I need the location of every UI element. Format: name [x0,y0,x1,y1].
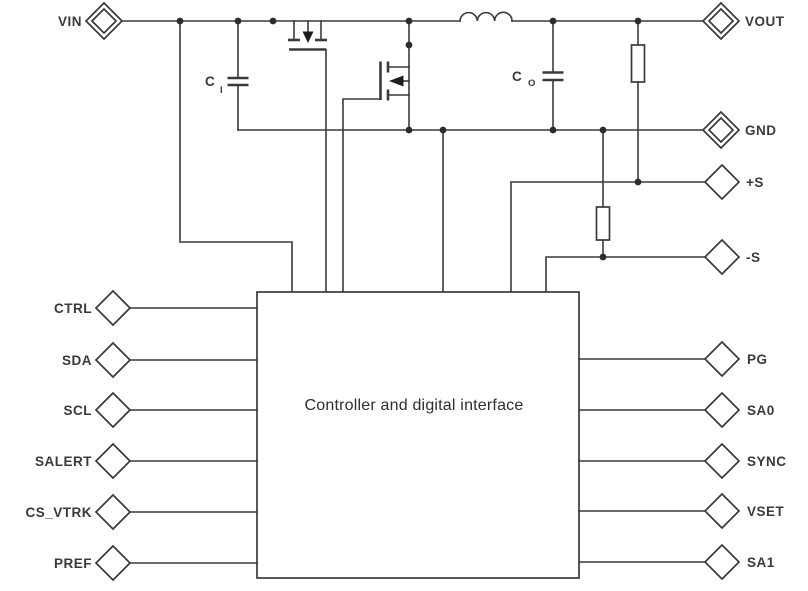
pin-salert: SALERT [35,442,258,480]
pg-diamond [703,340,741,378]
high-side-mosfet [288,20,327,293]
terminal-sense-minus: -S [703,238,761,276]
sense-minus-label: -S [746,250,761,265]
sense-plus-diamond [703,163,741,201]
junction-dots [176,17,642,261]
junction-dot [549,126,557,134]
sa1-label: SA1 [747,555,775,570]
junction-dot [549,17,557,25]
junction-dot [405,126,413,134]
sda-diamond [94,341,132,379]
salert-label: SALERT [35,454,92,469]
pin-vset: VSET [578,492,785,530]
vset-diamond [703,492,741,530]
sa1-diamond [703,543,741,581]
ctrl-label: CTRL [54,301,92,316]
sense-minus-wire [545,256,706,293]
controller-box [256,291,580,579]
terminal-gnd: GND [701,110,777,150]
pin-sa1: SA1 [578,543,775,581]
resistor2-body [595,206,611,241]
vset-label: VSET [747,504,785,519]
input-cap-subscript: I [220,85,223,96]
sense-minus-diamond [703,238,741,276]
junction-dot [439,126,447,134]
junction-dot [599,253,607,261]
ls-fet-arrow-icon [389,75,404,87]
pin-scl: SCL [64,391,258,429]
sda-label: SDA [62,353,92,368]
vin-diamond-inner [90,7,118,35]
junction-dot [405,41,413,49]
controller-box-label: Controller and digital interface [305,397,524,414]
ls-fet-gate-wire [342,98,382,293]
pref-diamond [94,544,132,582]
vin-label: VIN [58,14,82,29]
sense-plus-label: +S [746,175,764,190]
upper-feedback-resistor [630,20,646,183]
wires [121,11,706,293]
pin-ctrl: CTRL [54,289,258,327]
junction-dot [405,17,413,25]
vout-diamond-inner [707,7,735,35]
cs-vtrk-diamond [94,493,132,531]
sync-diamond [703,442,741,480]
hs-fet-arrow-icon [302,31,314,43]
junction-dot [234,17,242,25]
inductor [459,11,513,22]
terminal-sense-plus: +S [703,163,764,201]
scl-diamond [94,391,132,429]
sync-label: SYNC [747,454,787,469]
pin-pref: PREF [54,544,258,582]
junction-dot [176,17,184,25]
junction-dot [634,17,642,25]
input-capacitor: C I [205,20,249,131]
terminal-vin: VIN [58,1,124,41]
gnd-diamond-inner [707,116,735,144]
output-capacitor: C O [512,20,564,131]
salert-diamond [94,442,132,480]
cs-vtrk-label: CS_VTRK [25,505,92,520]
controller-block: Controller and digital interface [256,291,580,579]
gnd-label: GND [745,123,777,138]
resistor1-body [630,44,646,83]
pin-sda: SDA [62,341,258,379]
pin-sa0: SA0 [578,391,775,429]
ctrl-diamond [94,289,132,327]
pin-cs-vtrk: CS_VTRK [25,493,258,531]
vout-label: VOUT [745,14,785,29]
junction-dot [634,178,642,186]
pg-label: PG [747,352,768,367]
pref-label: PREF [54,556,92,571]
pin-sync: SYNC [578,442,787,480]
sa0-label: SA0 [747,403,775,418]
input-cap-label: C [205,74,215,89]
output-cap-subscript: O [528,78,535,89]
lower-feedback-resistor [595,129,611,258]
low-side-mosfet [342,20,410,293]
output-cap-label: C [512,69,522,84]
sa0-diamond [703,391,741,429]
terminal-vout: VOUT [701,1,785,41]
junction-dot [269,17,277,25]
junction-dot [599,126,607,134]
scl-label: SCL [64,403,93,418]
vin-sense-wire [179,20,293,293]
pin-pg: PG [578,340,768,378]
